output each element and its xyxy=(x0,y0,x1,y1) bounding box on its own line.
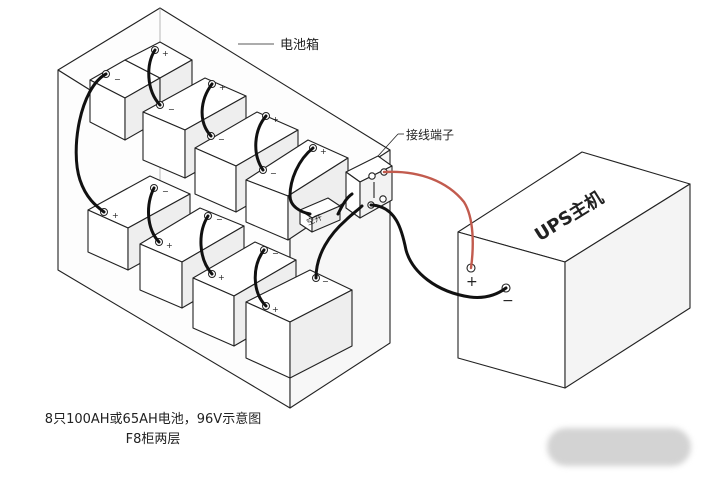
battery-bottom-4 xyxy=(245,269,353,379)
polarity-mark: + xyxy=(219,83,226,92)
caption-line-1: 8只100AH或65AH电池，96V示意图 xyxy=(44,412,262,427)
polarity-mark: + xyxy=(272,305,279,314)
polarity-mark: + xyxy=(218,273,225,282)
polarity-mark: − xyxy=(168,105,175,114)
polarity-mark: − xyxy=(270,169,277,178)
polarity-mark: + xyxy=(272,115,279,124)
polarity-mark: − xyxy=(218,135,225,144)
polarity-mark: − xyxy=(272,249,279,258)
polarity-mark: + xyxy=(166,241,173,250)
polarity-mark: − xyxy=(322,277,329,286)
polarity-mark: + xyxy=(112,211,119,220)
caption-line-2: F8柜两层 xyxy=(125,432,181,447)
ups-cabinet xyxy=(457,151,691,389)
polarity-mark: + xyxy=(320,147,327,156)
ups-plus-label: + xyxy=(466,274,478,290)
cabinet-label: 电池箱 xyxy=(280,37,319,53)
leader-lines xyxy=(238,43,404,157)
terminal-label: 接线端子 xyxy=(406,127,454,142)
diagram-caption: 8只100AH或65AH电池，96V示意图 F8柜两层 xyxy=(18,410,288,450)
blurred-watermark xyxy=(547,428,691,466)
polarity-mark: + xyxy=(162,49,169,58)
positive-cable xyxy=(382,170,474,270)
battery-polarity-marks: + − + − + − + − + − + − + − + − xyxy=(112,49,329,314)
battery-cables xyxy=(74,48,508,308)
ups-minus-label: − xyxy=(502,293,514,309)
terminal-block xyxy=(345,155,393,219)
polarity-mark: − xyxy=(114,75,121,84)
polarity-mark: − xyxy=(162,187,169,196)
polarity-mark: − xyxy=(216,215,223,224)
